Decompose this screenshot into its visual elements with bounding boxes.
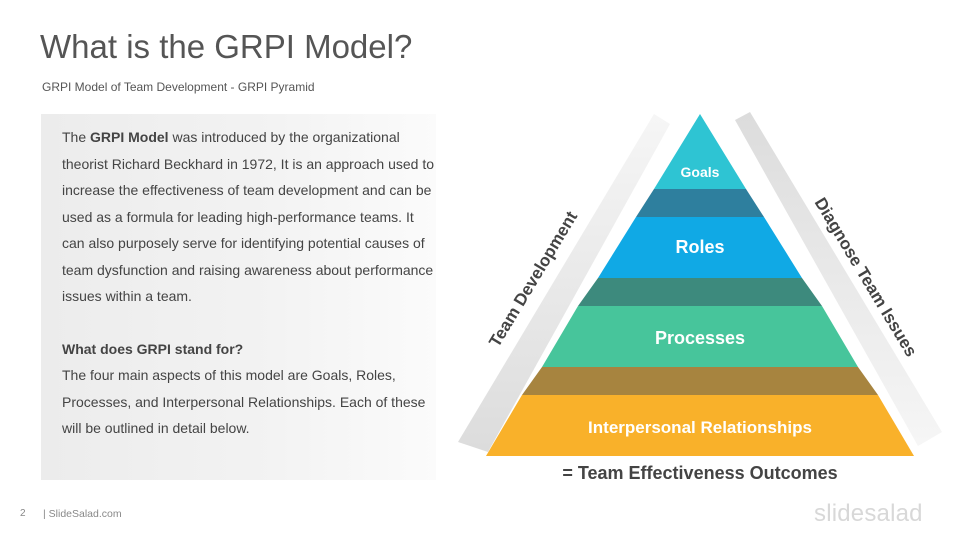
label-goals: Goals xyxy=(681,164,720,180)
intro-rest: was introduced by the organizational the… xyxy=(62,129,434,304)
footer-source: | SlideSalad.com xyxy=(43,508,122,520)
tier-roles xyxy=(598,217,802,278)
tier-goals xyxy=(654,114,746,189)
left-rail xyxy=(458,114,670,452)
page-number: 2 xyxy=(20,508,26,519)
stand-for-text: The four main aspects of this model are … xyxy=(62,367,426,436)
stand-for-heading: What does GRPI stand for? xyxy=(62,340,244,357)
tier-interpersonal xyxy=(486,395,914,456)
right-rail xyxy=(735,112,942,446)
label-roles: Roles xyxy=(675,237,724,257)
tier-processes xyxy=(542,306,858,367)
text-panel xyxy=(41,114,436,480)
slidesalad-logo: slidesalad xyxy=(814,500,923,527)
label-interpersonal: Interpersonal Relationships xyxy=(588,418,812,437)
intro-paragraph: The GRPI Model was introduced by the org… xyxy=(62,124,440,310)
roles-processes-band xyxy=(578,278,822,306)
outcome-label: = Team Effectiveness Outcomes xyxy=(562,463,837,483)
intro-prefix: The xyxy=(62,129,91,145)
text-body: The GRPI Model was introduced by the org… xyxy=(62,124,440,442)
intro-bold: GRPI Model xyxy=(90,129,169,145)
page-subtitle: GRPI Model of Team Development - GRPI Py… xyxy=(42,80,315,94)
label-processes: Processes xyxy=(655,328,745,348)
processes-interpersonal-band xyxy=(522,367,878,395)
page-title: What is the GRPI Model? xyxy=(40,28,413,65)
goals-roles-band xyxy=(636,189,764,217)
